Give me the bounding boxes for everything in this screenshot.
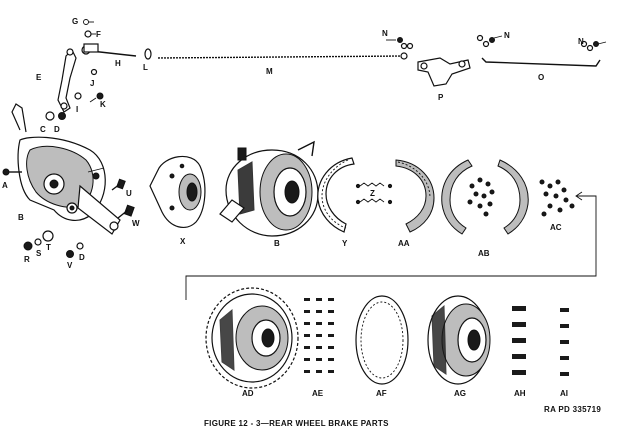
label-ab: AB bbox=[478, 249, 490, 258]
label-n-right: N bbox=[578, 37, 584, 46]
part-ad-drum bbox=[205, 287, 299, 389]
part-ac-rivets bbox=[539, 179, 575, 217]
label-d-lower: D bbox=[79, 253, 85, 262]
part-y-brake-shoe bbox=[317, 157, 355, 233]
part-d2-nut bbox=[76, 242, 84, 250]
label-r: R bbox=[24, 255, 30, 264]
part-n-mid bbox=[476, 34, 503, 48]
label-b-mid: B bbox=[274, 239, 280, 248]
part-m-cable bbox=[157, 55, 405, 59]
label-ah: AH bbox=[514, 389, 526, 398]
label-b-left: B bbox=[18, 213, 24, 222]
part-a-bolt bbox=[2, 168, 22, 176]
label-ae: AE bbox=[312, 389, 324, 398]
part-k-bolt bbox=[96, 92, 104, 100]
label-t: T bbox=[46, 243, 51, 252]
part-ae-bolts bbox=[304, 298, 334, 373]
part-s-washer bbox=[34, 238, 42, 246]
part-ag-hub bbox=[427, 295, 491, 385]
label-x: X bbox=[180, 237, 186, 246]
label-n-mid: N bbox=[504, 31, 510, 40]
part-o-rod bbox=[481, 57, 601, 67]
part-ai-nuts bbox=[560, 308, 569, 376]
label-v: V bbox=[67, 261, 73, 270]
label-m: M bbox=[266, 67, 273, 76]
part-f-washer bbox=[84, 30, 92, 38]
label-u: U bbox=[126, 189, 132, 198]
label-aa: AA bbox=[398, 239, 410, 248]
label-z: Z bbox=[370, 189, 375, 198]
part-g-pin bbox=[83, 19, 89, 25]
label-s: S bbox=[36, 249, 42, 258]
part-v-nut bbox=[66, 250, 74, 258]
label-af: AF bbox=[376, 389, 387, 398]
part-n-right bbox=[580, 40, 607, 52]
part-e-lever bbox=[57, 48, 77, 113]
part-u-bolt bbox=[111, 178, 126, 191]
label-l: L bbox=[143, 63, 148, 72]
part-ab-linings bbox=[441, 159, 529, 235]
part-t-washer bbox=[42, 230, 54, 242]
label-n-left: N bbox=[382, 29, 388, 38]
label-h: H bbox=[115, 59, 121, 68]
label-d: D bbox=[54, 125, 60, 134]
figure-ref: RA PD 335719 bbox=[544, 405, 601, 414]
part-w-bolt bbox=[117, 204, 135, 219]
label-j: J bbox=[90, 79, 94, 88]
label-f: F bbox=[96, 30, 101, 39]
label-ag: AG bbox=[454, 389, 466, 398]
label-y: Y bbox=[342, 239, 348, 248]
label-e: E bbox=[36, 73, 42, 82]
label-p: P bbox=[438, 93, 444, 102]
label-o: O bbox=[538, 73, 544, 82]
label-a: A bbox=[2, 181, 8, 190]
part-i-nut bbox=[74, 92, 82, 100]
part-l-clip bbox=[144, 48, 152, 60]
label-k: K bbox=[100, 100, 106, 109]
part-aa-brake-shoe bbox=[395, 159, 435, 233]
part-b-backing-plate bbox=[219, 140, 319, 237]
figure-caption: FIGURE 12 - 3—REAR WHEEL BRAKE PARTS bbox=[204, 419, 389, 428]
part-p-equalizer bbox=[417, 57, 471, 87]
part-ah-bolts bbox=[512, 306, 526, 375]
part-af-gasket-ring bbox=[355, 295, 409, 385]
backing-plate-assembly bbox=[11, 103, 121, 235]
label-c: C bbox=[40, 125, 46, 134]
part-labels: G F E H J I K C D L M N P N O N A B U W … bbox=[2, 17, 584, 398]
part-n-left bbox=[386, 37, 414, 50]
part-j-pin bbox=[90, 68, 98, 76]
part-d-nut bbox=[58, 112, 66, 120]
part-x-hub-flange bbox=[149, 155, 206, 229]
label-g: G bbox=[72, 17, 78, 26]
label-ad: AD bbox=[242, 389, 254, 398]
label-w: W bbox=[132, 219, 140, 228]
label-i: I bbox=[76, 105, 78, 114]
label-ai: AI bbox=[560, 389, 568, 398]
label-ac: AC bbox=[550, 223, 562, 232]
part-r-nut bbox=[23, 241, 33, 251]
part-z-springs bbox=[355, 182, 393, 205]
part-c-washer bbox=[45, 111, 55, 121]
flow-connector-line bbox=[185, 195, 597, 300]
parking-brake-linkage bbox=[45, 19, 607, 121]
